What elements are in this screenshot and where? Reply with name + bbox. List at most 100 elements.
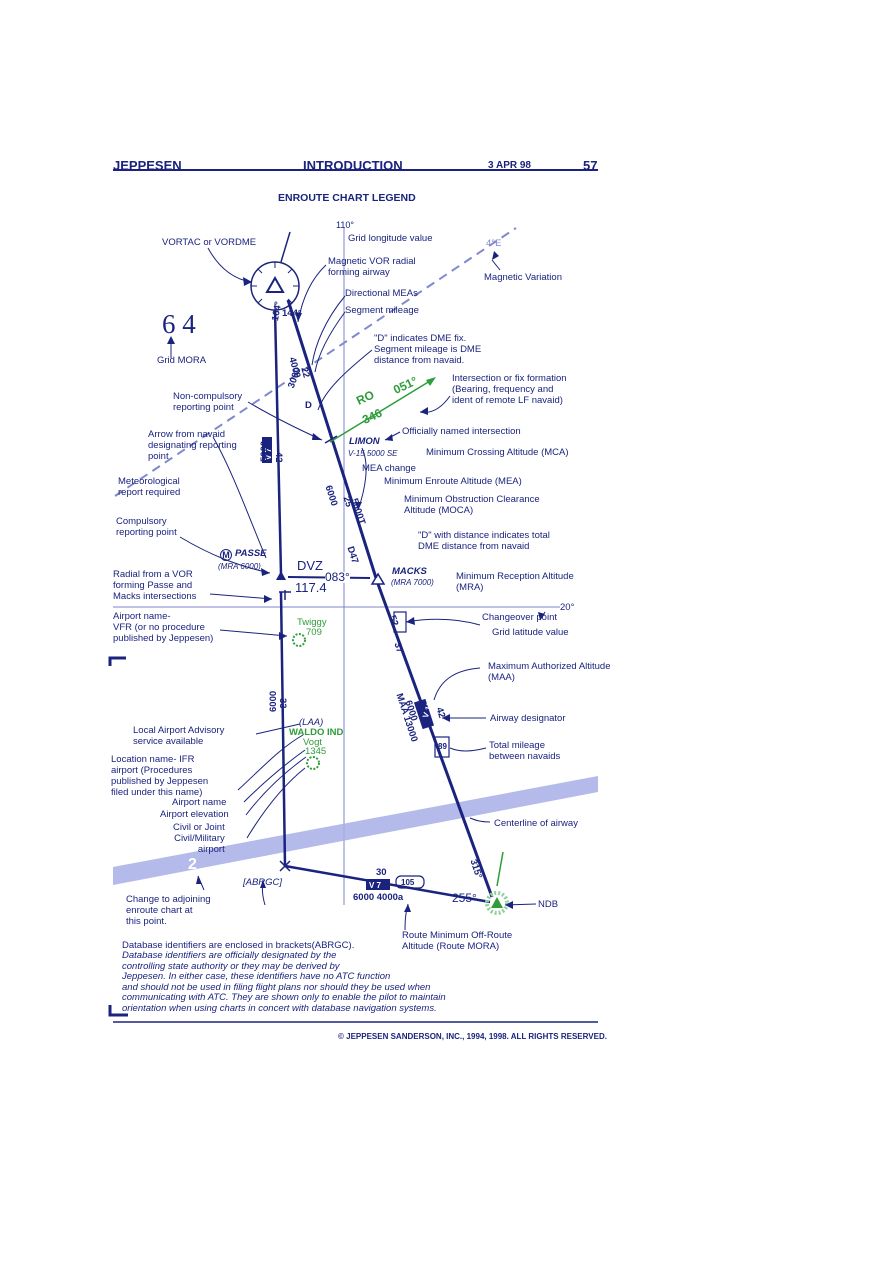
twiggy-airport-icon <box>292 633 306 647</box>
grid-lon-caption: Grid longitude value <box>348 233 433 244</box>
mag-variation-label: Magnetic Variation <box>484 272 562 283</box>
header-section: INTRODUCTION <box>303 158 403 173</box>
maa-label: Maximum Authorized Altitude (MAA) <box>488 661 611 683</box>
airport-name-vfr-label: Airport name- VFR (or no procedure publi… <box>113 611 214 644</box>
footnote-body: Database identifiers are officially desi… <box>122 950 446 1014</box>
passe-triangle-icon <box>276 571 286 580</box>
mea-change-label: MEA change <box>362 463 416 474</box>
leader-arrowheads <box>196 251 545 912</box>
mag-radial-label: Magnetic VOR radial forming airway <box>328 256 416 278</box>
vogt-airport-icon <box>306 756 320 770</box>
segment-mileage-label: Segment mileage <box>345 305 419 316</box>
total-mileage-bottom-box <box>395 875 425 889</box>
dme-total-note: "D" with distance indicates total DME di… <box>418 530 550 552</box>
change-chart-label: Change to adjoining enroute chart at thi… <box>126 894 211 927</box>
header-date: 3 APR 98 <box>488 160 531 171</box>
green-bearing-arrow <box>426 377 436 386</box>
grid-mora-value: 6 4 <box>162 309 196 339</box>
passe-mra: (MRA 6000) <box>218 562 261 571</box>
vogt-label: Vogt <box>303 737 323 748</box>
non-compulsory-label: Non-compulsory reporting point <box>173 391 243 413</box>
twiggy-label: Twiggy <box>297 617 327 628</box>
centerline-label: Centerline of airway <box>494 818 578 829</box>
limon-label: LIMON <box>349 436 380 447</box>
radial-083: 083° <box>325 570 350 584</box>
civil-military-label: Civil or Joint Civil/Military airport <box>173 822 225 855</box>
ndb-triangle-icon <box>491 897 503 908</box>
v7-mileage: 42 <box>273 452 284 463</box>
copyright: © JEPPESEN SANDERSON, INC., 1994, 1998. … <box>338 1032 607 1041</box>
twiggy-elevation: 709 <box>306 627 322 638</box>
v-seg-33: 33 <box>277 698 288 709</box>
changeover-label: Changeover point <box>482 612 557 623</box>
compulsory-label: Compulsory reporting point <box>116 516 177 538</box>
passe-label: PASSE <box>235 548 267 559</box>
laa-label: (LAA) <box>299 717 324 728</box>
airway-v7-north <box>273 309 283 575</box>
airway-v7-south <box>279 591 287 867</box>
ndb-icon <box>485 891 509 915</box>
waldo-label: WALDO IND <box>289 727 344 738</box>
airway-designator-label: Airway designator <box>490 713 566 724</box>
v7-bottom-seg: 30 <box>376 867 387 878</box>
dme-fix-note: "D" indicates DME fix. Segment mileage i… <box>374 333 482 366</box>
v7-bottom-designator-box <box>366 879 390 890</box>
abrgc-label: [ABRGC] <box>243 877 283 888</box>
radial-vor-label: Radial from a VOR forming Passe and Mack… <box>113 569 197 602</box>
macks-label: MACKS <box>392 566 427 577</box>
passe-symbol-icon: M <box>220 549 232 561</box>
v7-bottom-total: 105 <box>401 878 415 887</box>
page-title: ENROUTE CHART LEGEND <box>278 192 416 204</box>
ndb-label: NDB <box>538 899 559 910</box>
total-mileage-box <box>434 736 450 758</box>
freq-117: 117.4 <box>295 580 327 595</box>
grid-lat-value: 20° <box>560 602 575 613</box>
radial-255: 255° <box>452 891 477 905</box>
header-brand: JEPPESEN <box>113 158 182 173</box>
v15-designator-box <box>413 698 435 730</box>
mca-label: Minimum Crossing Altitude (MCA) <box>426 447 569 458</box>
arrow-from-navaid-label: Arrow from navaid designating reporting … <box>148 429 237 462</box>
grid-mora-label: Grid MORA <box>157 355 207 366</box>
vogt-elevation: 1345 <box>305 746 327 757</box>
radial-arrow <box>280 231 291 263</box>
ndb-radial-arrow <box>496 851 504 887</box>
official-intersection-label: Officially named intersection <box>402 426 521 437</box>
route-mora-label: Route Minimum Off-Route Altitude (Route … <box>402 930 513 952</box>
grid-lat-caption: Grid latitude value <box>492 627 569 638</box>
green-bearing-line <box>329 380 431 443</box>
compass-ticks <box>251 262 299 310</box>
chart-change-number: 2 <box>188 856 197 873</box>
corner-mark-bottom <box>108 1005 128 1017</box>
d-fix: D <box>305 400 312 411</box>
header-page-number: 57 <box>583 158 598 173</box>
chart-change-band <box>113 776 598 885</box>
intersection-note: Intersection or fix formation (Bearing, … <box>452 373 567 406</box>
magnetic-variation-line <box>114 227 517 497</box>
alt-6000-4000: 6000 4000a <box>353 892 404 903</box>
directional-meas-label: Directional MEAs <box>345 288 418 299</box>
v7-mea: 5000 <box>259 440 270 462</box>
dvz-label: DVZ <box>297 558 323 573</box>
v7-designator-box <box>262 437 272 463</box>
corner-mark-top <box>108 656 126 666</box>
vortac-symbol <box>265 275 285 293</box>
grid-lon-value: 110° <box>336 220 354 230</box>
airport-elevation-label: Airport elevation <box>160 809 229 820</box>
vortac-label: VORTAC or VORDME <box>162 237 257 248</box>
total-mileage-value: 89 <box>438 742 447 751</box>
v7-bottom-label: V 7 <box>369 881 382 890</box>
limon-intersection-icon <box>324 435 338 444</box>
footnote-line1: Database identifiers are enclosed in bra… <box>122 940 355 951</box>
mra-label: Minimum Reception Altitude (MRA) <box>456 571 574 593</box>
abrgc-fix-icon <box>279 860 291 872</box>
mag-var-value: 4°E <box>486 238 502 249</box>
mea-label: Minimum Enroute Altitude (MEA) <box>384 476 522 487</box>
mca-note: V-15 5000 SE <box>348 449 398 458</box>
airport-name-label: Airport name <box>172 797 227 808</box>
location-name-label: Location name- IFR airport (Procedures p… <box>111 754 209 798</box>
macks-mra: (MRA 7000) <box>391 578 434 587</box>
total-mileage-label: Total mileage between navaids <box>489 740 561 762</box>
moca-label: Minimum Obstruction Clearance Altitude (… <box>404 494 540 516</box>
